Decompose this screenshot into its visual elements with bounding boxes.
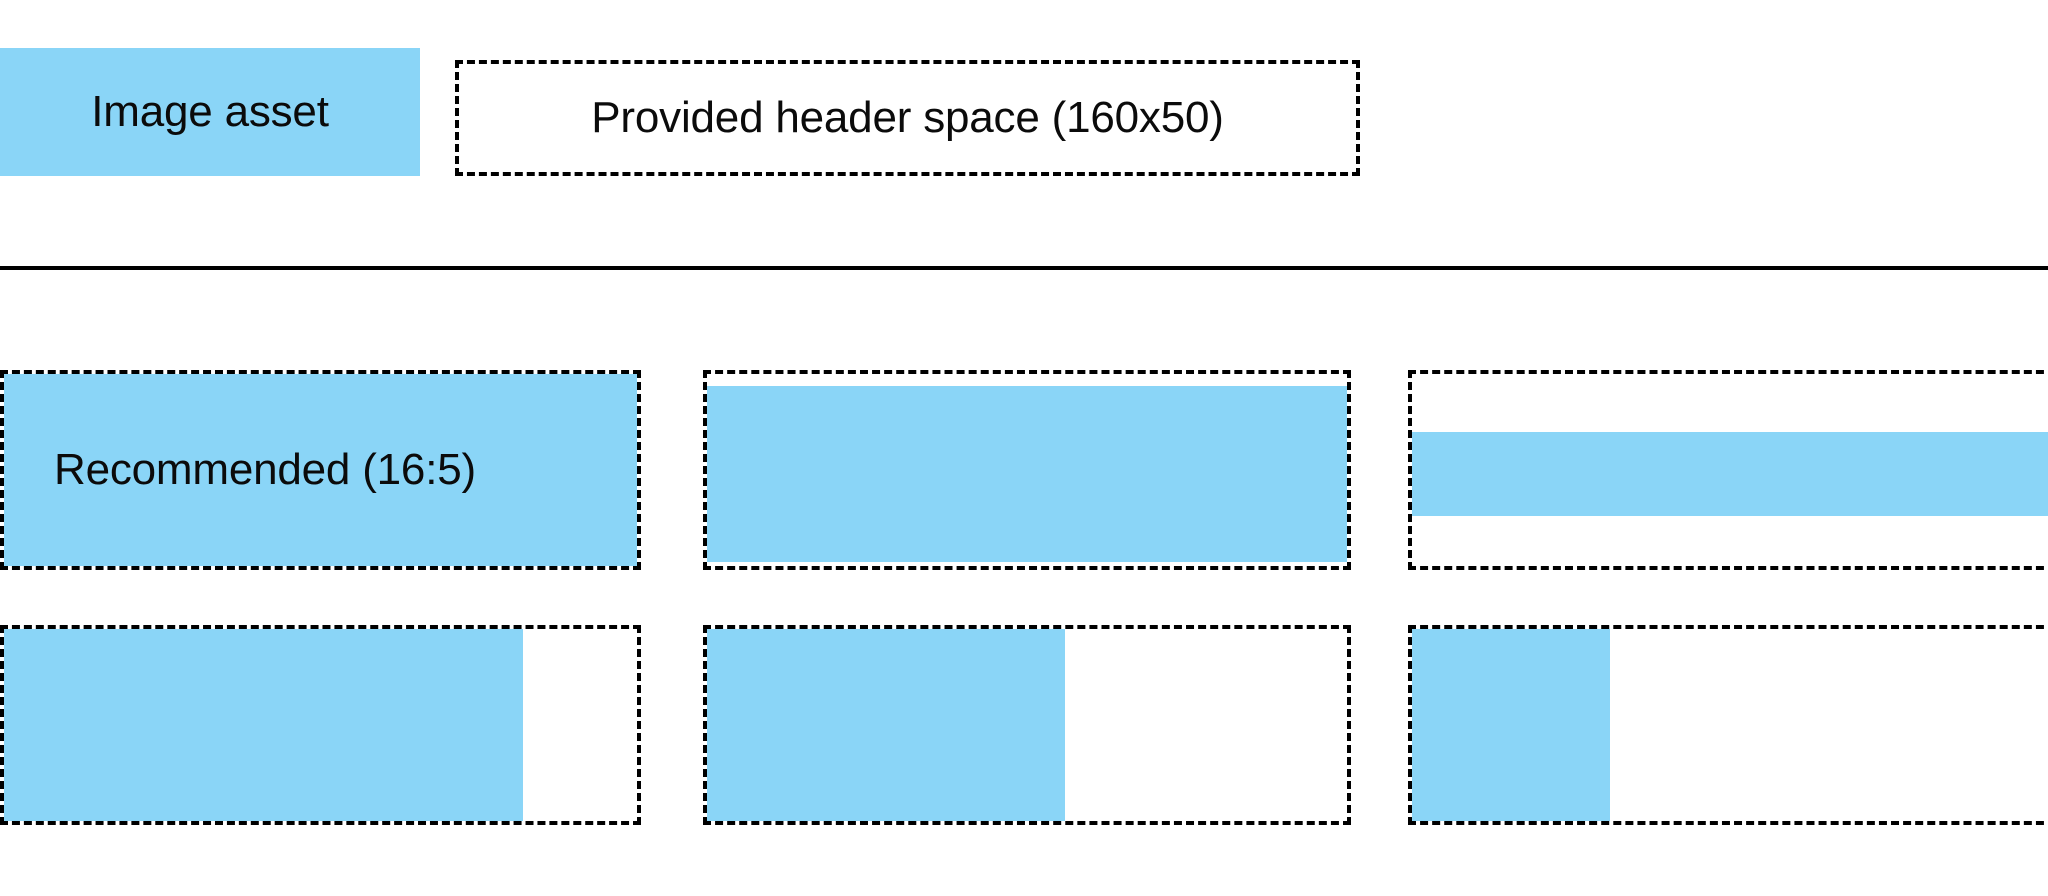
ratio-cell-wide-band bbox=[703, 370, 1351, 570]
ratio-cell-width-82 bbox=[0, 625, 641, 825]
recommended-label: Recommended (16:5) bbox=[54, 445, 476, 494]
ratio-cell-recommended: Recommended (16:5) bbox=[0, 370, 641, 570]
ratio-row bbox=[0, 625, 2048, 825]
header-band: Image asset Provided header space (160x5… bbox=[0, 0, 2048, 270]
ratio-fill-thin-band bbox=[1412, 432, 2048, 516]
ratio-row: Recommended (16:5) bbox=[0, 370, 2048, 570]
ratio-cell-width-31 bbox=[1408, 625, 2048, 825]
ratio-fill-width-82 bbox=[4, 629, 524, 821]
image-asset-swatch: Image asset bbox=[0, 48, 420, 176]
ratio-cell-width-56 bbox=[703, 625, 1351, 825]
ratio-fill-width-31 bbox=[1412, 629, 1611, 821]
header-divider bbox=[0, 266, 2048, 270]
ratio-cell-thin-band bbox=[1408, 370, 2048, 570]
ratio-fill-full bbox=[4, 374, 637, 566]
image-asset-label: Image asset bbox=[91, 87, 329, 136]
ratio-fill-wide-band bbox=[707, 386, 1347, 562]
provided-header-space-label: Provided header space (160x50) bbox=[591, 93, 1224, 142]
ratio-fill-width-56 bbox=[707, 629, 1066, 821]
aspect-ratio-grid: Recommended (16:5) bbox=[0, 370, 2048, 825]
provided-header-space-box: Provided header space (160x50) bbox=[455, 60, 1360, 176]
